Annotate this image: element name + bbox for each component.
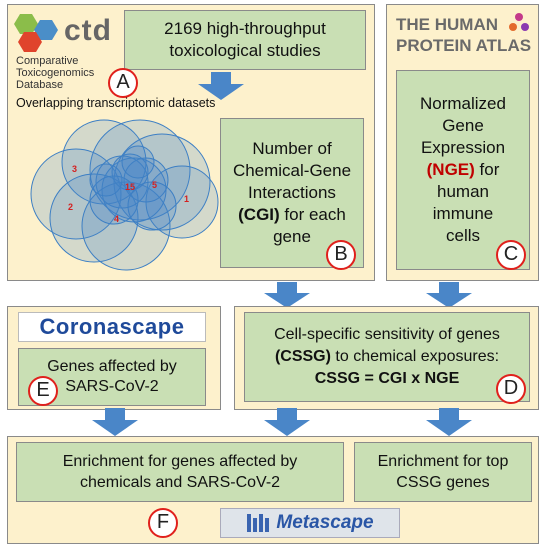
cssg-box: Cell-specific sensitivity of genes (CSSG… — [244, 312, 530, 402]
arrow-nge-down — [426, 282, 472, 308]
venn-label: 5 — [152, 180, 157, 190]
ctd-name: Comparative Toxicogenomics Database — [16, 55, 95, 91]
nge-box: Normalized Gene Expression (NGE) for hum… — [396, 70, 530, 270]
badge-f: F — [148, 508, 178, 538]
studies-box: 2169 high-throughput toxicological studi… — [124, 10, 366, 70]
venn-label: 15 — [125, 182, 135, 192]
badge-c: C — [496, 240, 526, 270]
venn-label: 4 — [114, 214, 119, 224]
badge-a: A — [108, 68, 138, 98]
badge-b: B — [326, 240, 356, 270]
arrow-cgi-down — [264, 282, 310, 308]
enrichment-cssg-box: Enrichment for top CSSG genes — [354, 442, 532, 502]
venn-diagram: 3 2 4 15 5 1 — [30, 119, 219, 271]
coronascape-logo: Coronascape — [18, 312, 206, 342]
arrow-d-left-down — [264, 408, 310, 436]
arrow-d-right-down — [426, 408, 472, 436]
venn-label: 3 — [72, 164, 77, 174]
cgi-box: Number of Chemical-Gene Interactions (CG… — [220, 118, 364, 268]
arrow-studies-down — [198, 72, 244, 100]
venn-label: 1 — [184, 194, 189, 204]
hpa-logo: THE HUMAN PROTEIN ATLAS — [396, 15, 532, 55]
venn-label: 2 — [68, 202, 73, 212]
hpa-dots-icon — [509, 13, 529, 31]
overlap-caption: Overlapping transcriptomic datasets — [16, 96, 216, 110]
badge-d: D — [496, 374, 526, 404]
metascape-logo-text: Metascape — [276, 512, 374, 533]
ctd-logo-icon — [14, 14, 58, 52]
enrichment-sars-box: Enrichment for genes affected by chemica… — [16, 442, 344, 502]
metascape-logo: Metascape — [220, 508, 400, 538]
coronascape-logo-text: Coronascape — [39, 314, 185, 339]
badge-e: E — [28, 376, 58, 406]
metascape-icon — [247, 514, 270, 532]
arrow-e-down — [92, 408, 138, 436]
ctd-logo-text: ctd — [64, 14, 112, 47]
